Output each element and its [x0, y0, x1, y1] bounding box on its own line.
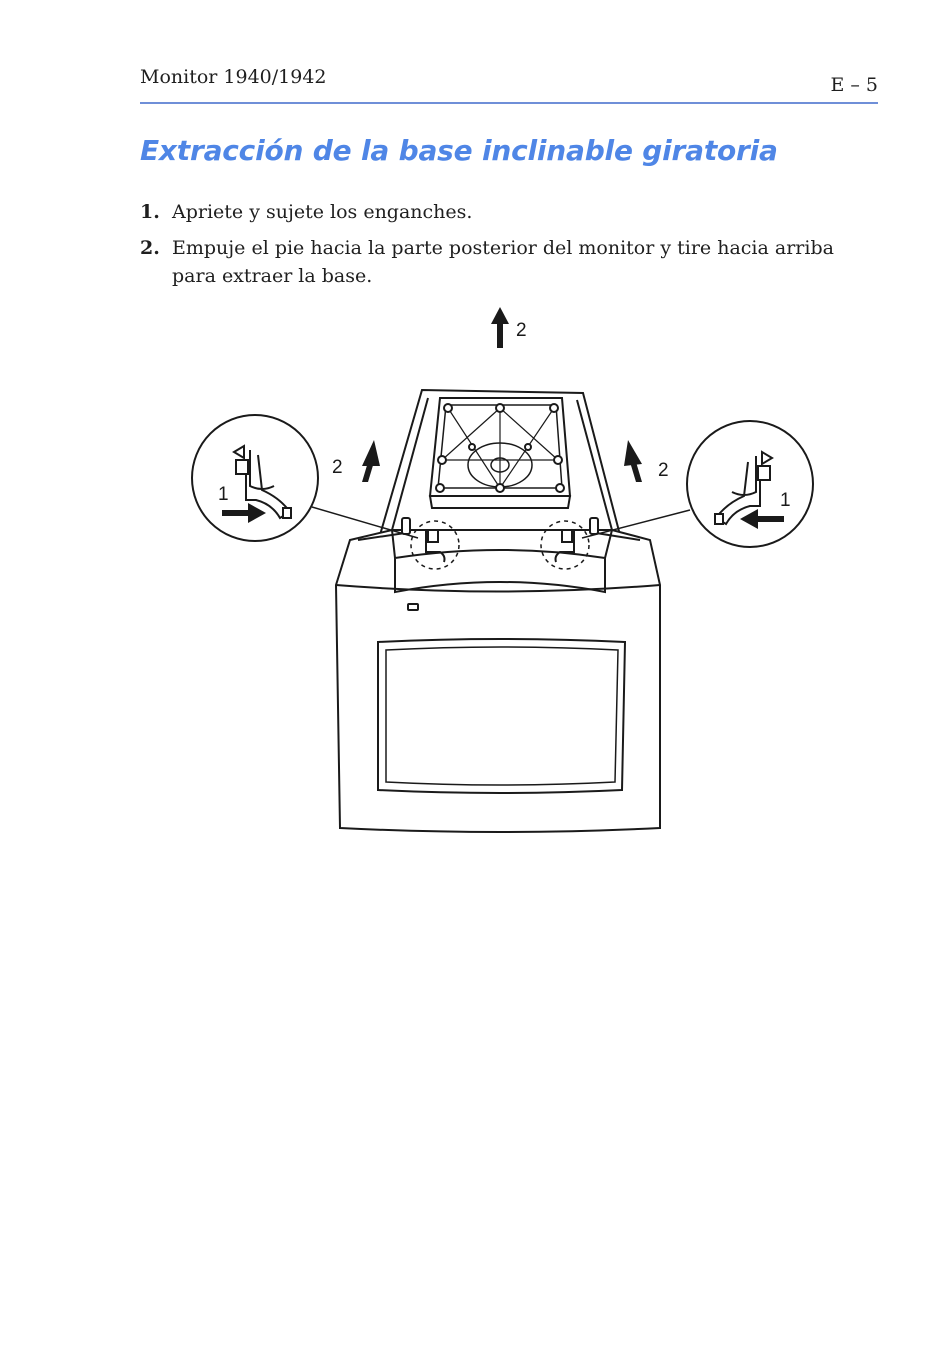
monitor-housing — [336, 518, 660, 832]
step-text: Empuje el pie hacia la parte posterior d… — [172, 234, 840, 290]
list-item: 1. Apriete y sujete los enganches. — [140, 198, 840, 226]
top-arrow-label: 2 — [516, 320, 527, 341]
page-number: E – 5 — [830, 74, 878, 96]
list-item: 2. Empuje el pie hacia la parte posterio… — [140, 234, 840, 290]
left-callout-detail: 1 — [192, 415, 318, 541]
left-up-arrow-icon — [362, 440, 380, 482]
up-arrow-icon — [491, 307, 509, 348]
instruction-list: 1. Apriete y sujete los enganches. 2. Em… — [140, 198, 840, 298]
right-callout-label: 1 — [780, 490, 791, 511]
step-text: Apriete y sujete los enganches. — [172, 198, 840, 226]
section-title: Extracción de la base inclinable girator… — [140, 134, 778, 167]
right-callout-detail: 1 — [687, 421, 813, 547]
left-arrow-label: 2 — [332, 457, 343, 478]
step-number: 1. — [140, 198, 172, 226]
running-header-title: Monitor 1940/1942 — [140, 66, 327, 88]
left-callout-label: 1 — [218, 484, 229, 505]
right-up-arrow-icon — [624, 440, 642, 482]
swivel-base — [380, 390, 620, 535]
monitor-base-removal-illustration: 2 — [170, 300, 850, 860]
step-number: 2. — [140, 234, 172, 290]
right-arrow-label: 2 — [658, 460, 669, 481]
header-rule — [140, 102, 878, 104]
